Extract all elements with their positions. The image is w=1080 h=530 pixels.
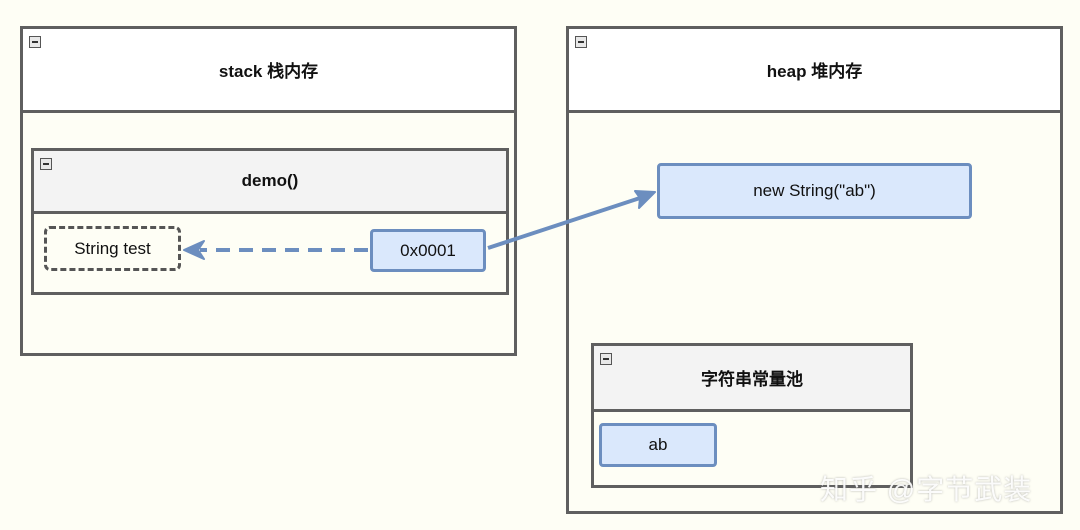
stack-panel-header: stack 栈内存 (23, 29, 514, 113)
heap-panel-header: heap 堆内存 (569, 29, 1060, 113)
string-pool-title: 字符串常量池 (701, 370, 803, 389)
string-test-label: String test (74, 238, 151, 258)
reference-address-box[interactable]: 0x0001 (370, 229, 486, 272)
watermark-text: 知乎 @字节武装 (820, 474, 1033, 505)
pool-entry-ab[interactable]: ab (599, 423, 717, 467)
stack-title: stack 栈内存 (218, 62, 319, 81)
demo-frame-panel: demo() (31, 148, 509, 295)
collapse-icon[interactable] (600, 353, 612, 365)
string-pool-header: 字符串常量池 (594, 346, 910, 412)
collapse-icon[interactable] (40, 158, 52, 170)
pool-entry-label: ab (648, 435, 668, 454)
collapse-icon[interactable] (29, 36, 41, 48)
reference-address-label: 0x0001 (400, 240, 456, 260)
stack-panel: stack 栈内存 demo() (20, 26, 517, 356)
heap-string-object-label: new String("ab") (753, 181, 876, 200)
heap-title: heap 堆内存 (766, 62, 863, 81)
string-test-variable[interactable]: String test (44, 226, 181, 271)
collapse-icon[interactable] (575, 36, 587, 48)
demo-frame-header: demo() (34, 151, 506, 214)
demo-frame-title: demo() (241, 171, 299, 190)
heap-string-object[interactable]: new String("ab") (657, 163, 972, 219)
